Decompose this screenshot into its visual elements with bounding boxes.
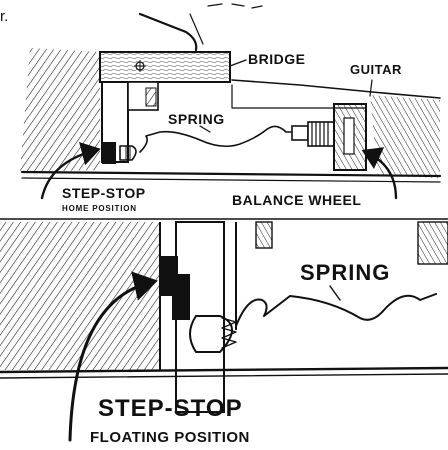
label-guitar: GUITAR [350,62,402,77]
spring-bottom [235,293,437,327]
guitar-body-left-hatching-bottom [0,222,160,370]
caption-fragment: r. [0,8,8,25]
label-bridge: BRIDGE [248,51,305,67]
label-step-stop-bottom: STEP-STOP [98,395,243,422]
spring-top [139,125,293,153]
balance-wheel-threads [307,121,335,147]
arrow-balance-wheel [361,147,398,200]
threaded-rod [291,125,309,141]
guitar-body-left-hatching [20,48,100,172]
arrow-step-stop-top [40,142,101,200]
bridge-plate [99,51,231,83]
label-spring-top: SPRING [168,111,225,127]
stop-plunger-top [119,145,137,161]
step-stop-top [102,142,116,164]
label-balance-wheel: BALANCE WHEEL [232,192,361,208]
guitar-body-right-hatching [370,95,440,178]
label-spring-bottom: SPRING [300,260,390,285]
bottom-panel: SPRING STEP-STOP FLOATING POSITION [0,221,448,446]
tremolo-arm [138,12,198,52]
label-home-position: HOME POSITION [62,204,137,213]
top-panel: BRIDGE SPRING GUITAR [20,3,442,213]
step-stop-bottom [160,256,190,320]
stop-plunger-bottom [189,315,233,353]
label-floating-position: FLOATING POSITION [90,429,250,446]
arrow-step-stop-bottom [68,271,158,442]
label-step-stop-top: STEP-STOP [62,185,146,201]
